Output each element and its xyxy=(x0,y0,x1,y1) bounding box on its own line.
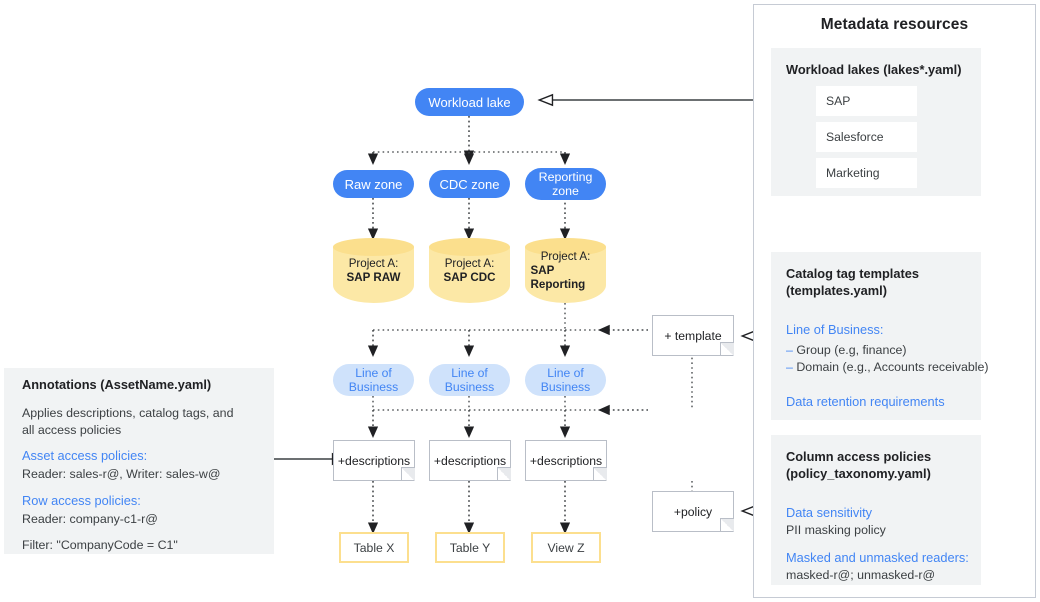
node-view-z[interactable]: View Z xyxy=(531,532,601,563)
node-template[interactable]: + template xyxy=(652,315,734,356)
node-line-of-business-1[interactable]: Line of Business xyxy=(333,364,414,396)
cylinder-body xyxy=(525,247,606,303)
annotations-intro-line1: Applies descriptions, catalog tags, and xyxy=(22,406,234,420)
row-filter-text: Filter: "CompanyCode = C1" xyxy=(22,538,178,552)
row-access-policies-text: Reader: company-c1-r@ xyxy=(22,512,158,526)
node-raw-zone[interactable]: Raw zone xyxy=(333,170,414,198)
node-descriptions-1[interactable]: +descriptions xyxy=(333,440,415,481)
node-project-sap-raw-label: Project A: SAP RAW xyxy=(333,238,414,303)
cylinder-top xyxy=(333,238,414,256)
folded-corner-icon xyxy=(720,518,734,532)
project-prefix: Project A: xyxy=(540,249,591,263)
annotations-title: Annotations (AssetName.yaml) xyxy=(22,377,212,392)
cylinder-top xyxy=(429,238,510,256)
node-descriptions-1-label: +descriptions xyxy=(337,453,411,468)
node-project-sap-reporting-label: Project A: SAP Reporting xyxy=(525,238,606,303)
folded-corner-icon xyxy=(401,467,415,481)
lob-bullet-group: – Group (e.g, finance) xyxy=(786,342,986,359)
metadata-resources-title: Metadata resources xyxy=(820,16,969,33)
annotations-panel xyxy=(4,368,274,554)
lob-line1: Line of xyxy=(355,366,392,380)
column-access-policies-title-line1: Column access policies xyxy=(786,449,932,464)
catalog-tag-templates-card xyxy=(771,252,981,420)
lob-line2: Business xyxy=(444,380,495,394)
node-descriptions-2-label: +descriptions xyxy=(433,453,507,468)
lob-line2: Business xyxy=(348,380,399,394)
node-reporting-zone-label: Reporting zone xyxy=(538,170,593,198)
catalog-tag-templates-title-line2: (templates.yaml) xyxy=(786,283,887,298)
cylinder-top xyxy=(525,238,606,256)
asset-access-policies-text: Reader: sales-r@, Writer: sales-w@ xyxy=(22,467,221,481)
node-descriptions-2[interactable]: +descriptions xyxy=(429,440,511,481)
lob-line2: Business xyxy=(540,380,591,394)
node-workload-lake[interactable]: Workload lake xyxy=(415,88,524,116)
lake-item-marketing[interactable]: Marketing xyxy=(816,158,917,188)
node-line-of-business-2[interactable]: Line of Business xyxy=(429,364,510,396)
cylinder-body xyxy=(333,247,414,303)
lob-line1: Line of xyxy=(451,366,488,380)
column-access-policies-title-line2: (policy_taxonomy.yaml) xyxy=(786,466,931,481)
node-template-label: + template xyxy=(664,328,722,343)
annotations-intro-line2: all access policies xyxy=(22,423,122,437)
bullet-dash-icon: – xyxy=(786,343,793,357)
node-project-sap-cdc[interactable]: Project A: SAP CDC xyxy=(429,238,510,303)
line-of-business-heading: Line of Business: xyxy=(786,322,884,337)
catalog-tag-templates-title-line1: Catalog tag templates xyxy=(786,266,919,281)
node-cdc-zone[interactable]: CDC zone xyxy=(429,170,510,198)
lake-item-sap[interactable]: SAP xyxy=(816,86,917,116)
data-sensitivity-heading: Data sensitivity xyxy=(786,505,873,520)
workload-lakes-title: Workload lakes (lakes*.yaml) xyxy=(786,62,962,77)
folded-corner-icon xyxy=(497,467,511,481)
lake-item-salesforce[interactable]: Salesforce xyxy=(816,122,917,152)
node-descriptions-3-label: +descriptions xyxy=(529,453,603,468)
masked-readers-text: masked-r@; unmasked-r@ xyxy=(786,568,936,582)
node-table-x[interactable]: Table X xyxy=(339,532,409,563)
node-policy[interactable]: +policy xyxy=(652,491,734,532)
project-name: SAP Reporting xyxy=(530,263,586,291)
project-prefix: Project A: xyxy=(348,256,399,270)
lob-bullet-domain-label: Domain (e.g., Accounts receivable) xyxy=(796,360,989,374)
cylinder-body xyxy=(429,247,510,303)
node-project-sap-cdc-label: Project A: SAP CDC xyxy=(429,238,510,303)
data-retention-heading: Data retention requirements xyxy=(786,394,945,409)
lob-bullet-group-label: Group (e.g, finance) xyxy=(796,343,907,357)
node-project-sap-raw[interactable]: Project A: SAP RAW xyxy=(333,238,414,303)
folded-corner-icon xyxy=(593,467,607,481)
node-reporting-zone[interactable]: Reporting zone xyxy=(525,168,606,200)
bullet-dash-icon: – xyxy=(786,360,793,374)
column-access-policies-card xyxy=(771,435,981,585)
node-policy-label: +policy xyxy=(673,504,713,519)
project-prefix: Project A: xyxy=(444,256,495,270)
node-table-y[interactable]: Table Y xyxy=(435,532,505,563)
row-access-policies-heading: Row access policies: xyxy=(22,493,141,508)
project-name: SAP CDC xyxy=(443,270,496,284)
node-descriptions-3[interactable]: +descriptions xyxy=(525,440,607,481)
lob-bullet-domain: – Domain (e.g., Accounts receivable) xyxy=(786,359,991,376)
node-project-sap-reporting[interactable]: Project A: SAP Reporting xyxy=(525,238,606,303)
asset-access-policies-heading: Asset access policies: xyxy=(22,448,148,463)
folded-corner-icon xyxy=(720,342,734,356)
project-name: SAP RAW xyxy=(346,270,401,284)
node-line-of-business-3[interactable]: Line of Business xyxy=(525,364,606,396)
lob-line1: Line of xyxy=(547,366,584,380)
masked-readers-heading: Masked and unmasked readers: xyxy=(786,550,969,565)
pii-masking-policy-text: PII masking policy xyxy=(786,523,886,537)
